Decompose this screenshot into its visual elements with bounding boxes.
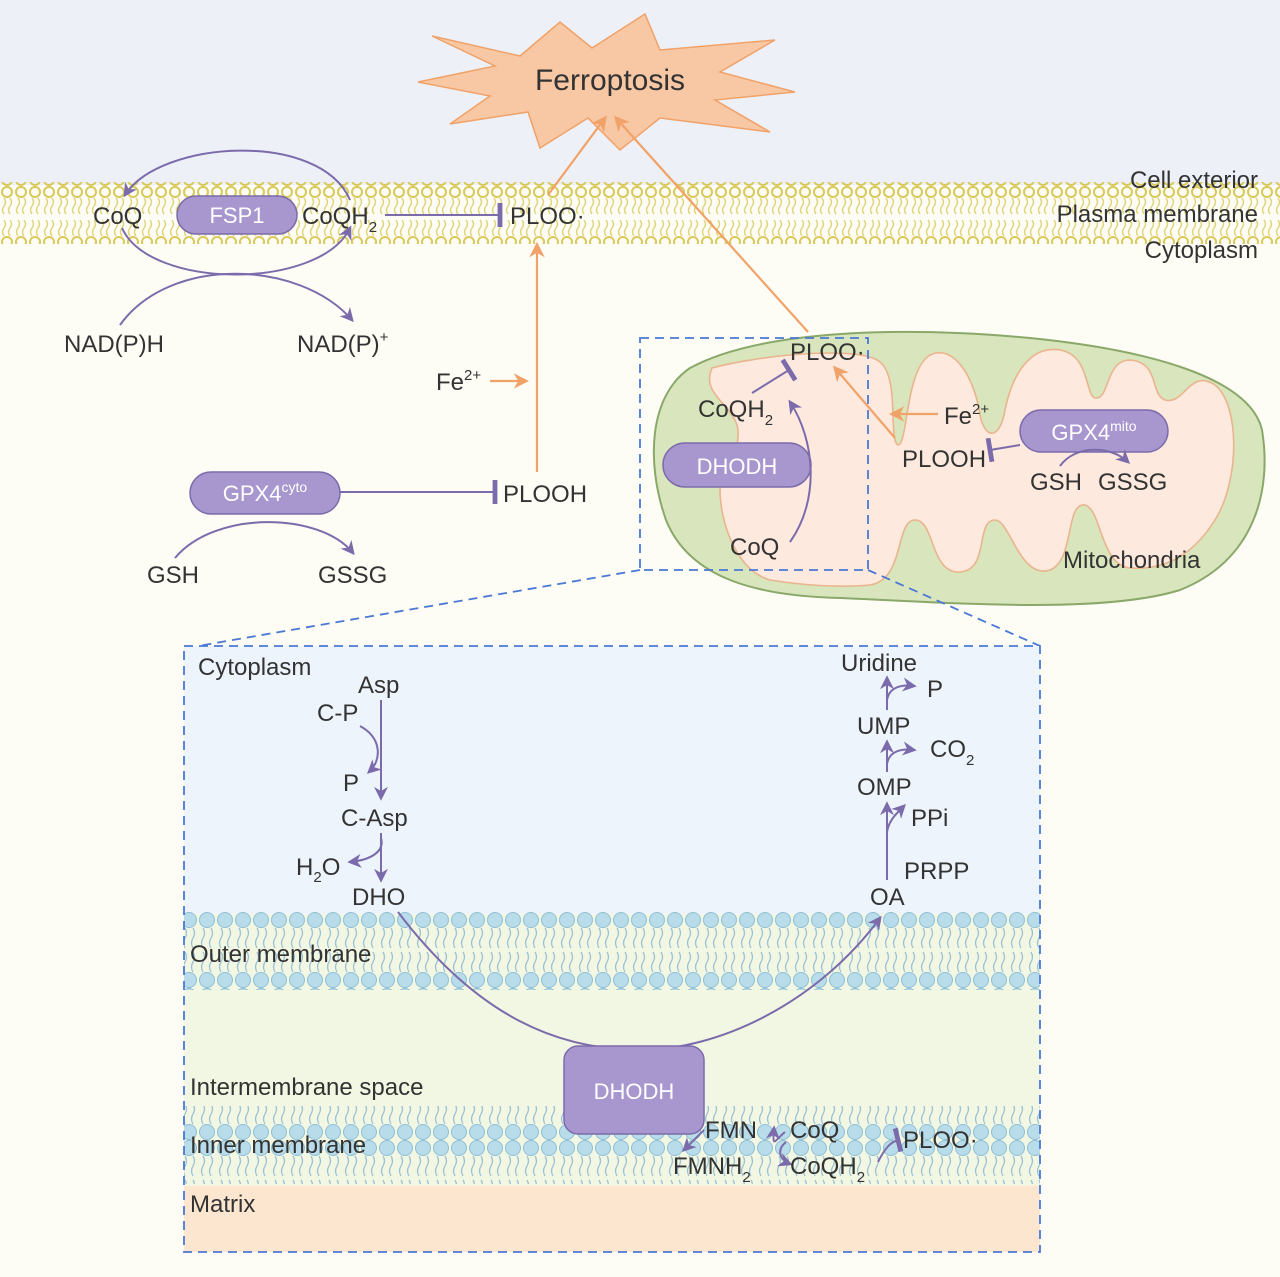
- mito-coqh2-inhibits-ploo: [751, 358, 798, 394]
- asp-label: Asp: [358, 672, 399, 699]
- mito-zoom-box: [639, 337, 869, 571]
- cp-to-p-arrow: [359, 725, 382, 774]
- gpx4-cyto-label: GPX4cyto: [223, 479, 308, 506]
- coq-to-fmn-arrow: [766, 1125, 786, 1143]
- mitochondrion-inner: [708, 348, 1235, 587]
- mito-plooh-label: PLOOH: [902, 446, 986, 473]
- uridine-label: Uridine: [841, 650, 917, 677]
- gpx4-cyto-enzyme: [189, 471, 341, 515]
- omp-label: OMP: [857, 774, 912, 801]
- nadp-label: NAD(P)+: [297, 329, 389, 358]
- mito-dhodh-label: DHODH: [697, 454, 778, 479]
- ploo-to-ferroptosis-arrow: [547, 115, 607, 196]
- ump-to-p-arrow: [886, 677, 917, 701]
- mito-gsh-label: GSH: [1030, 469, 1082, 496]
- fe-cyto-label: Fe2+: [436, 367, 481, 396]
- zoom-label-matrix: Matrix: [190, 1191, 255, 1218]
- zoom-dhodh-enzyme: [563, 1045, 705, 1135]
- dho-label: DHO: [352, 884, 405, 911]
- oa-to-ppi-arrow: [886, 804, 906, 833]
- mito-gpx4-inhibits-plooh: [985, 437, 1021, 463]
- fmnh2-label: FMNH2: [673, 1153, 751, 1186]
- zoom-panel-border: [183, 645, 1041, 1253]
- mitochondria-label: Mitochondria: [1063, 547, 1201, 574]
- zoom-label-ims: Intermembrane space: [190, 1074, 423, 1101]
- coqh2-membrane-label: CoQH2: [302, 203, 377, 236]
- ferroptosis-label: Ferroptosis: [535, 64, 685, 97]
- mito-gpx4-enzyme: [1019, 409, 1169, 453]
- co2-label: CO2: [930, 736, 974, 769]
- mito-ploo-to-ferroptosis-arrow: [613, 115, 809, 333]
- mito-coqh2-label: CoQH2: [698, 396, 773, 429]
- gsh-cyto-label: GSH: [147, 562, 199, 589]
- mito-gssg-label: GSSG: [1098, 469, 1167, 496]
- p-left-label: P: [343, 770, 359, 797]
- p-right-label: P: [927, 676, 943, 703]
- mito-fe-label: Fe2+: [944, 401, 989, 430]
- oa-label: OA: [870, 884, 905, 911]
- ferroptosis-burst: [417, 12, 796, 152]
- zoom-matrix-bg: [184, 1186, 1040, 1252]
- coq-membrane-label: CoQ: [93, 203, 142, 230]
- zoom-guide-right: [867, 569, 1041, 647]
- zoom-coq-label: CoQ: [790, 1117, 839, 1144]
- label-plasma-membrane: Plasma membrane: [1057, 201, 1258, 228]
- zoom-dhodh-label: DHODH: [594, 1079, 675, 1104]
- casp-to-h2o-arrow: [347, 837, 383, 868]
- mito-plooh-to-ploo-arrow: [832, 365, 896, 439]
- label-cell-exterior: Cell exterior: [1130, 167, 1258, 194]
- mito-ploo-label: PLOO·: [790, 339, 865, 366]
- fsp1-cycle-top-arrow: [123, 149, 351, 201]
- ploo-membrane-label: PLOO·: [510, 203, 585, 230]
- coqh2-reduction-arrow: [776, 1141, 793, 1167]
- zoom-coqh2-label: CoQH2: [790, 1153, 865, 1186]
- mito-gpx4-label: GPX4mito: [1051, 418, 1136, 445]
- mito-gsh-gssg-arrow: [1059, 448, 1131, 467]
- label-cytoplasm: Cytoplasm: [1145, 237, 1258, 264]
- gssg-cyto-label: GSSG: [318, 562, 387, 589]
- fsp1-enzyme: [176, 195, 298, 235]
- mito-coq-to-coqh2-arrow: [788, 399, 812, 543]
- prpp-label: PRPP: [904, 858, 969, 885]
- ump-label: UMP: [857, 713, 910, 740]
- outer-membrane-lipids: [184, 912, 1040, 990]
- zoom-guide-left: [197, 569, 641, 647]
- zoom-coqh2-inhibits-ploo: [877, 1127, 904, 1163]
- plooh-cyto-label: PLOOH: [503, 481, 587, 508]
- ppi-label: PPi: [911, 805, 948, 832]
- fmn-to-fmnh2-arrow: [682, 1129, 705, 1152]
- zoom-label-cytoplasm: Cytoplasm: [198, 654, 311, 681]
- zoom-label-outer-membrane: Outer membrane: [190, 941, 371, 968]
- mito-coq-label: CoQ: [730, 534, 779, 561]
- zoom-ploo-label: PLOO·: [903, 1127, 978, 1154]
- gsh-gssg-cyto-arrow: [174, 521, 355, 559]
- zoom-cytoplasm-bg: [184, 646, 1040, 914]
- fmn-label: FMN: [705, 1117, 757, 1144]
- nadph-arrow: [119, 272, 354, 326]
- cp-label: C-P: [317, 700, 358, 727]
- fsp1-label: FSP1: [209, 203, 264, 228]
- zoom-label-inner-membrane: Inner membrane: [190, 1132, 366, 1159]
- h2o-label: H2O: [296, 854, 340, 886]
- nadph-label: NAD(P)H: [64, 331, 164, 358]
- omp-to-co2-arrow: [886, 741, 917, 765]
- casp-label: C-Asp: [341, 805, 408, 832]
